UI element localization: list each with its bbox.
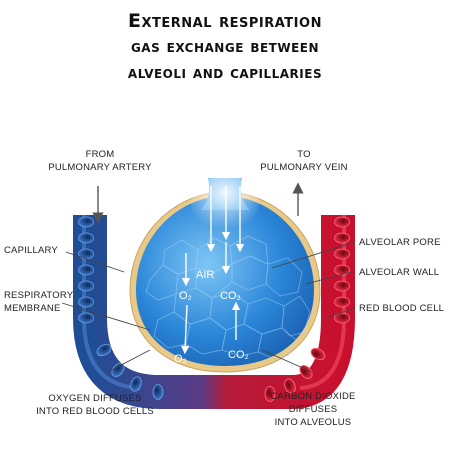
red-blood-cell [334, 248, 350, 260]
capillary-label: CAPILLARY [4, 245, 58, 256]
alveolar-pore-leader [271, 241, 356, 269]
co2-bottom-label: CO₂ [228, 349, 249, 361]
red-blood-cell [130, 376, 142, 392]
respiratory-membrane-label: RESPIRATORY MEMBRANE [4, 289, 73, 315]
red-blood-cell [78, 280, 94, 292]
o2-inner-label: O₂ [179, 290, 192, 302]
red-blood-cell [264, 386, 276, 402]
co2-diffuses-label: CARBON DIOXIDE DIFFUSES INTO ALVEOLUS [258, 390, 368, 429]
red-blood-cell [334, 216, 350, 228]
capillary-vessel [73, 215, 355, 409]
red-blood-cell [78, 264, 94, 276]
air-label: AIR [196, 269, 214, 281]
alveolus-glow [191, 175, 259, 235]
co2-line-1: CARBON DIOXIDE [270, 391, 356, 402]
alveolar-cells [145, 235, 311, 359]
oxygen-leader [107, 349, 151, 373]
red-blood-cell [96, 343, 112, 357]
from-line-2: PULMONARY ARTERY [48, 162, 152, 173]
red-blood-cell [310, 347, 326, 361]
oxygen-diffuses-label: OXYGEN DIFFUSES INTO RED BLOOD CELLS [20, 392, 170, 418]
title-line-3: alveoli and capillaries [127, 63, 323, 83]
red-blood-cell [299, 365, 313, 379]
alveolar-wall [136, 196, 314, 366]
leader-lines [61, 241, 356, 373]
red-blood-cell [78, 312, 94, 324]
co2-leader [261, 349, 313, 373]
red-blood-cell-label: RED BLOOD CELL [359, 303, 445, 314]
capillary-leader [65, 251, 125, 273]
oxy-line-2: INTO RED BLOOD CELLS [36, 406, 154, 417]
to-line-1: TO [297, 149, 311, 160]
red-blood-cell [334, 312, 350, 324]
o2-diffusion-arrow [180, 304, 190, 355]
o2-bottom-label: O₂ [174, 353, 187, 365]
red-blood-cell [334, 280, 350, 292]
alveolus [129, 175, 321, 373]
red-blood-cell [78, 296, 94, 308]
from-line-1: FROM [85, 149, 115, 160]
respiratory-membrane-leader [61, 302, 151, 331]
red-blood-cell [78, 216, 94, 228]
red-blood-cells [78, 216, 350, 402]
red-blood-cell [334, 232, 350, 244]
co2-inner-label: CO₂ [220, 290, 241, 302]
alveolar-wall-label: ALVEOLAR WALL [359, 267, 440, 278]
to-line-2: PULMONARY VEIN [260, 162, 348, 173]
air-flow-arrows [180, 186, 245, 355]
co2-line-2: DIFFUSES [288, 404, 338, 415]
oxy-line-1: OXYGEN DIFFUSES [48, 393, 142, 404]
red-blood-cell-leader [325, 307, 356, 319]
red-blood-cell [152, 384, 164, 400]
red-blood-cell [284, 378, 296, 394]
alveolar-wall-leader [305, 270, 356, 285]
red-blood-cell [78, 232, 94, 244]
red-blood-cell [334, 264, 350, 276]
title-line-2: gas exchange between [130, 37, 320, 57]
title-line-1: External respiration [128, 10, 322, 32]
resp-line-1: RESPIRATORY [4, 290, 74, 301]
red-blood-cell [334, 296, 350, 308]
to-vein-label: TO PULMONARY VEIN [244, 148, 364, 174]
alveolar-pore-label: ALVEOLAR PORE [359, 237, 441, 248]
from-artery-label: FROM PULMONARY ARTERY [40, 148, 160, 174]
resp-line-2: MEMBRANE [4, 303, 61, 314]
co2-line-3: INTO ALVEOLUS [274, 417, 352, 428]
